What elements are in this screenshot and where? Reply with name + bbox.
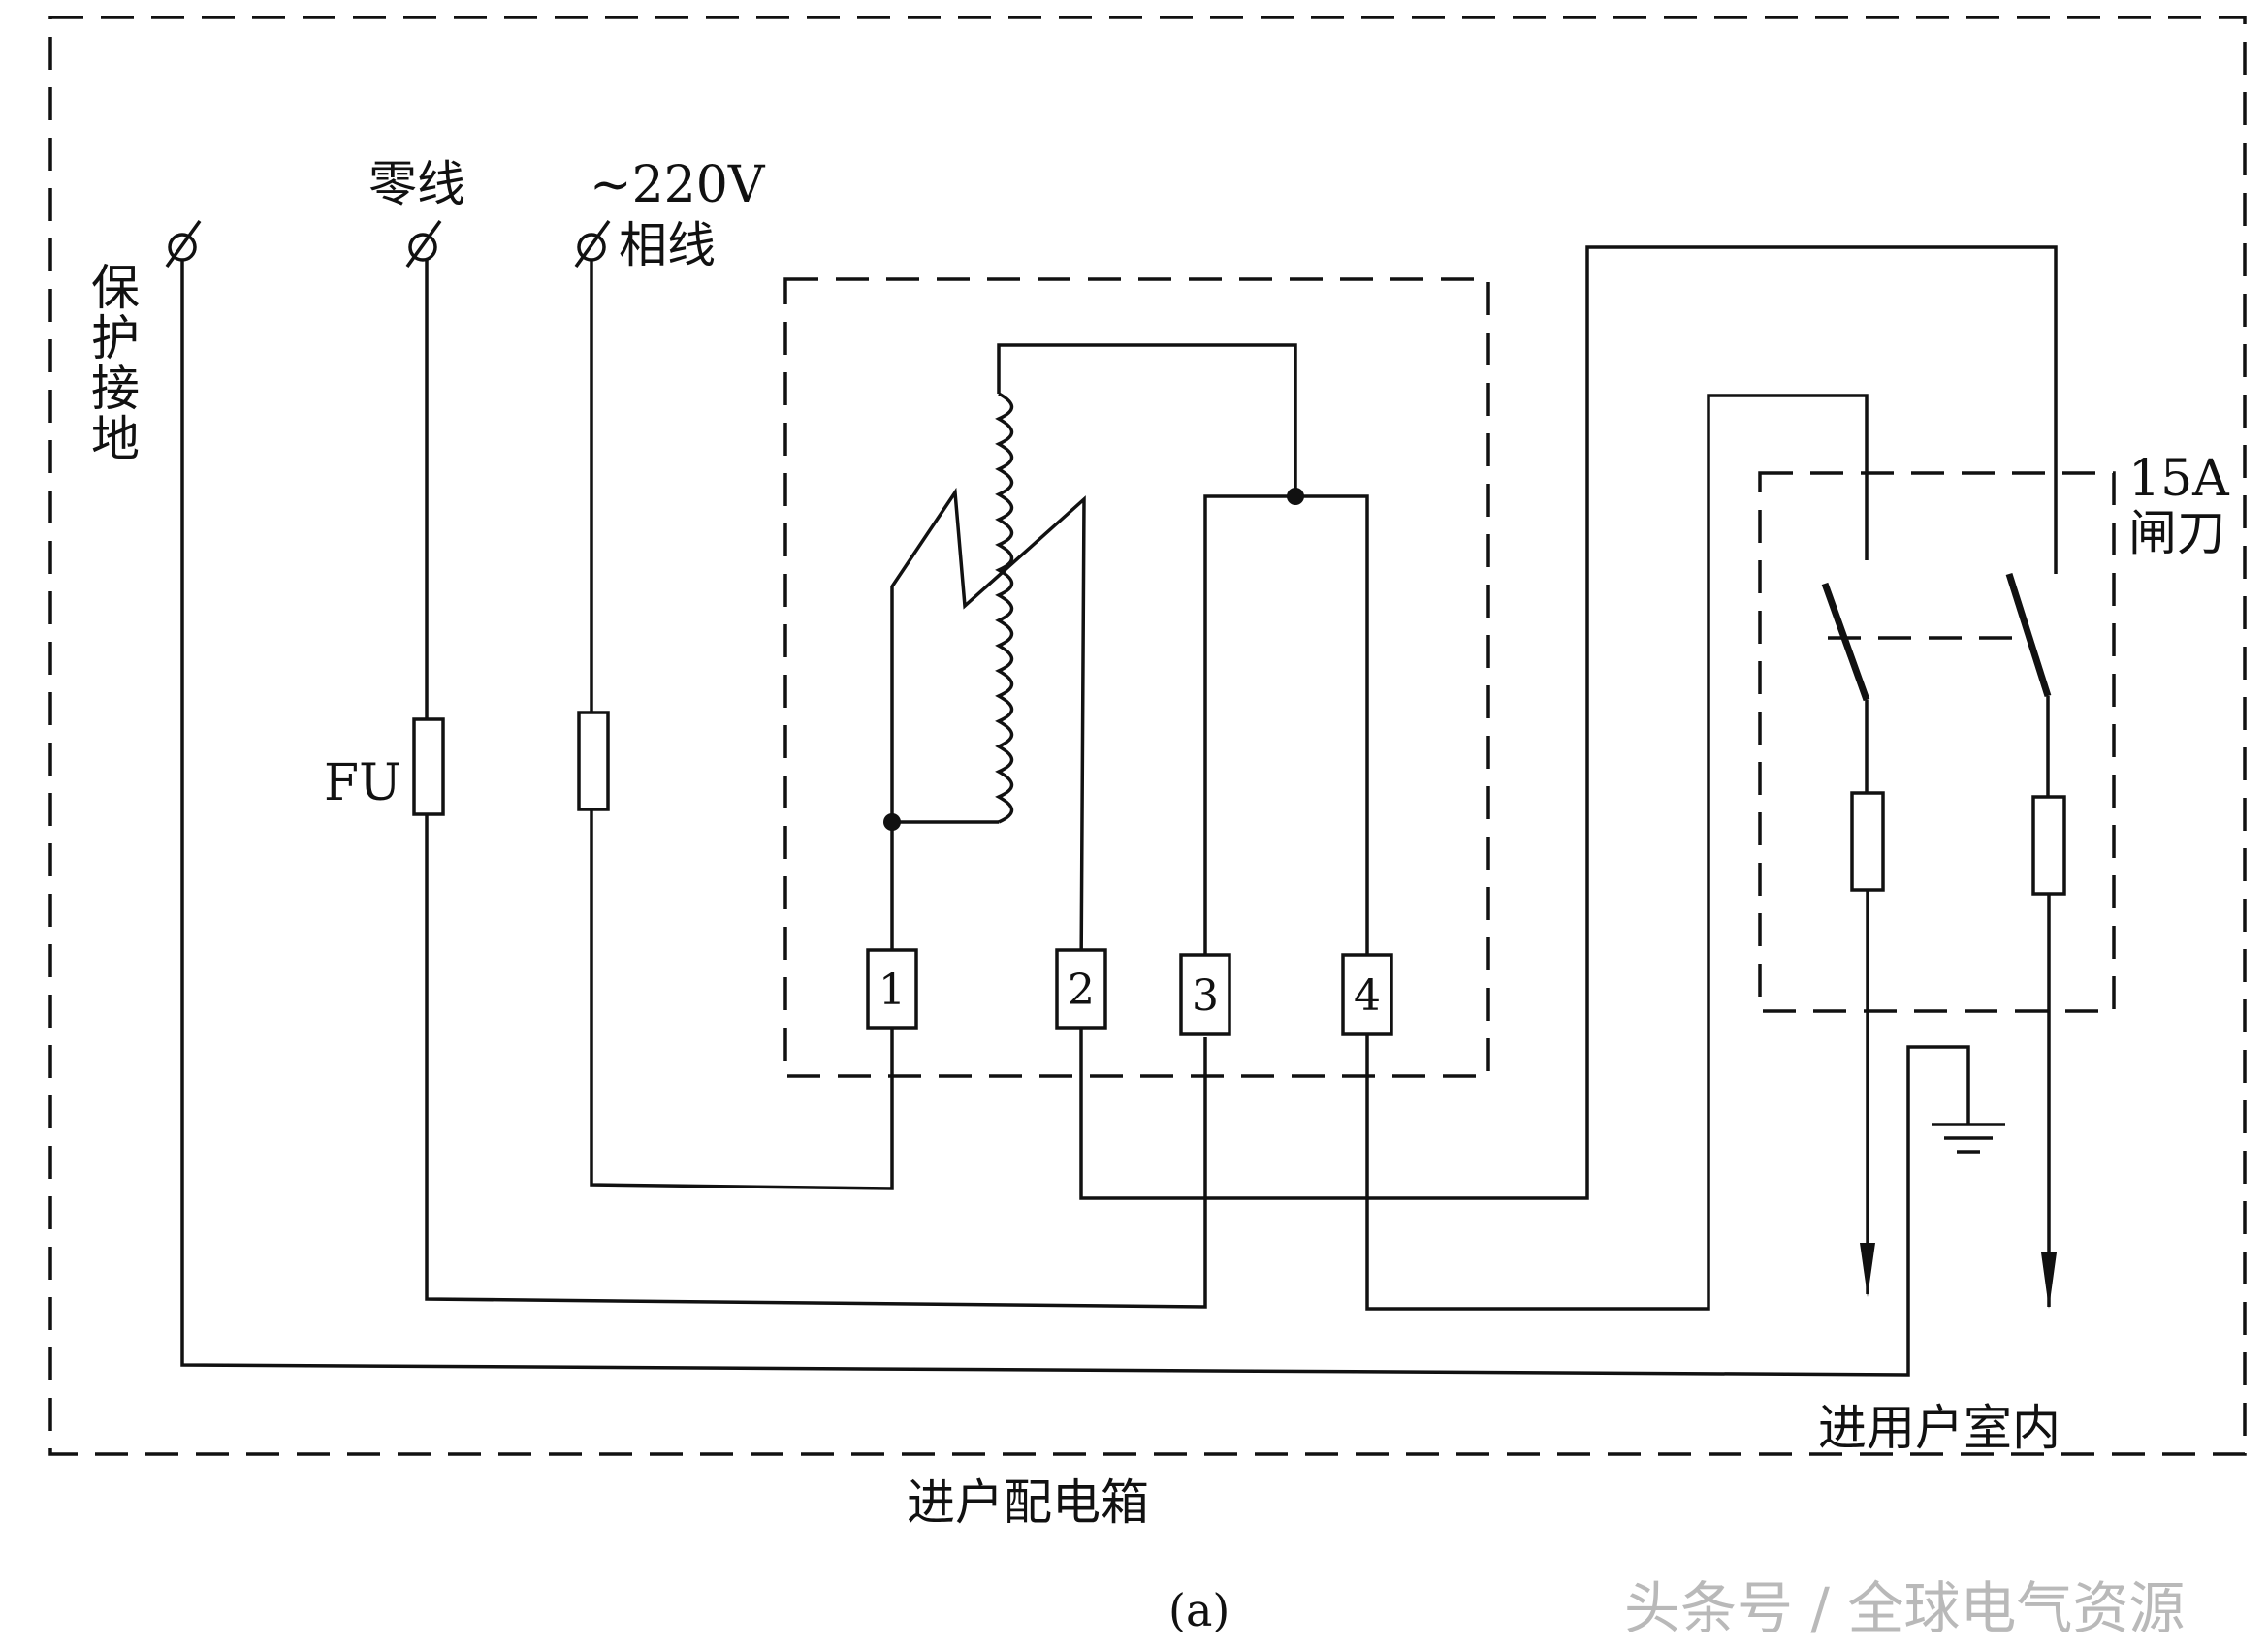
- meter-internal-wiring: [890, 343, 1369, 981]
- wire-phase-to-terminal-1: [590, 809, 894, 1190]
- distribution-box-outline: [48, 16, 2247, 1456]
- terminal-protective-ground: [165, 219, 202, 269]
- wire-terminal-2-to-switch-right: [1079, 245, 2058, 1200]
- fuse-neutral: [412, 717, 445, 816]
- junction-dot-coil: [883, 813, 901, 831]
- wire-protective-ground: [180, 260, 1970, 1377]
- junction-dot-top: [1287, 488, 1304, 505]
- knife-switch-pole-right: [2005, 572, 2066, 1309]
- label-box-title: 进户配电箱: [907, 1474, 1149, 1531]
- knife-switch-box-outline: [1758, 471, 2116, 1013]
- watermark-text: 头条号 / 全球电气资源: [1624, 1575, 2186, 1641]
- label-neutral: 零线: [368, 156, 465, 212]
- meter-terminal-4: 4: [1341, 953, 1393, 1036]
- label-protective-ground: 保护接地: [83, 262, 140, 463]
- label-phase: 相线: [619, 217, 716, 273]
- meter-terminal-1: 1: [866, 948, 918, 1030]
- figure-caption: (a): [1168, 1584, 1230, 1636]
- ground-symbol: [1932, 1123, 2005, 1154]
- knife-switch-pole-left: [1821, 582, 1885, 1297]
- wire-neutral-to-terminal-3: [425, 814, 1207, 1309]
- meter-terminal-3: 3: [1179, 953, 1231, 1036]
- meter-box-outline: [783, 277, 1490, 1078]
- label-knife-switch-rating: 15A: [2128, 450, 2229, 508]
- terminal-neutral: [405, 219, 442, 269]
- label-to-indoor: 进用户室内: [1818, 1400, 2060, 1456]
- meter-terminal-4-label: 4: [1354, 971, 1381, 1021]
- meter-terminal-2-label: 2: [1068, 966, 1095, 1015]
- label-fuse: FU: [324, 754, 401, 812]
- label-knife-switch: 闸刀: [2128, 505, 2225, 561]
- meter-terminal-1-label: 1: [878, 966, 906, 1015]
- wire-terminal-4-to-switch-left: [1365, 394, 1869, 1311]
- terminal-phase: [574, 219, 611, 269]
- meter-terminal-3-label: 3: [1192, 971, 1219, 1021]
- fuse-phase: [577, 711, 610, 811]
- meter-terminal-2: 2: [1055, 948, 1107, 1030]
- label-voltage: ~220V: [590, 156, 765, 214]
